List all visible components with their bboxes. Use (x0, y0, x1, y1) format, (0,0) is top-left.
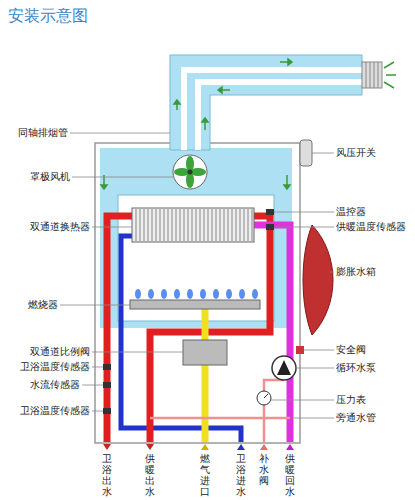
part-label: 双通道比例阀 (30, 346, 90, 357)
part-label: 同轴排烟管 (18, 127, 68, 138)
part-label: 燃烧器 (28, 299, 58, 310)
part-label: 循环水泵 (336, 362, 376, 373)
port-label: 燃气进口 (200, 453, 210, 497)
part-label: 供暖温度传感器 (336, 221, 406, 232)
port-label: 补水阀 (259, 453, 269, 486)
part-label: 卫浴温度传感器 (20, 405, 90, 416)
part-label: 卫浴温度传感器 (20, 361, 90, 372)
port-label: 供暖出水 (145, 453, 155, 497)
title: 安装示意图 (8, 6, 88, 27)
part-label: 膨胀水箱 (336, 266, 376, 277)
part-label: 双通道换热器 (30, 221, 90, 232)
port-label: 卫浴出水 (102, 453, 112, 497)
part-label: 安全阀 (336, 344, 366, 355)
part-label: 罩极风机 (30, 171, 70, 182)
part-label: 风压开关 (336, 147, 376, 158)
port-label: 卫浴进水 (236, 453, 246, 497)
part-label: 压力表 (336, 394, 366, 405)
part-label: 水流传感器 (30, 379, 80, 390)
port-label: 供暖回水 (285, 453, 295, 497)
part-label: 旁通水管 (336, 412, 376, 423)
part-label: 温控器 (336, 206, 366, 217)
